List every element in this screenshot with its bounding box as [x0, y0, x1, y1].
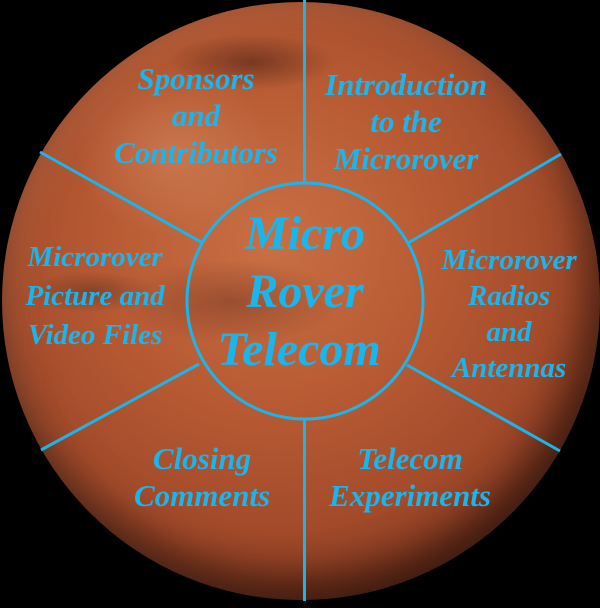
segment-label-line: Picture and [25, 280, 165, 312]
segment-label-line: Sponsors [137, 61, 255, 96]
segment-label-line: and [171, 98, 221, 133]
segment-link-sponsors[interactable]: Sponsors and Contributors [96, 60, 296, 171]
segment-label-line: Experiments [329, 478, 491, 513]
segment-label-line: Video Files [27, 319, 163, 351]
segment-label-line: Radios [467, 280, 551, 312]
center-title-line: Rover [246, 265, 364, 318]
segment-link-closing[interactable]: Closing Comments [102, 440, 302, 514]
segment-label-line: Microrover [441, 244, 577, 276]
segment-link-introduction[interactable]: Introduction to the Microrover [306, 66, 506, 177]
segment-link-media[interactable]: Microrover Picture and Video Files [2, 238, 188, 355]
segment-label-line: Telecom [357, 441, 463, 476]
segment-label-line: Introduction [325, 67, 487, 102]
divider-lower-right [406, 363, 561, 453]
segment-label-line: Closing [152, 441, 252, 476]
segment-label-line: and [486, 316, 532, 348]
divider-upper-right [407, 152, 562, 245]
segment-link-experiments[interactable]: Telecom Experiments [310, 440, 510, 514]
segment-link-radios[interactable]: Microrover Radios and Antennas [420, 242, 598, 386]
center-title-link[interactable]: Micro Rover Telecom [205, 205, 405, 379]
divider-upper-left [39, 150, 202, 244]
segment-label-line: Antennas [451, 352, 567, 384]
segment-label-line: Comments [133, 478, 271, 513]
segment-label-line: Microrover [333, 141, 479, 176]
segment-label-line: to the [370, 104, 442, 139]
center-title-line: Telecom [217, 323, 381, 376]
segment-label-line: Contributors [114, 135, 278, 170]
center-title-line: Micro [245, 207, 365, 260]
divider-lower-left [40, 362, 200, 452]
segment-label-line: Microrover [27, 241, 163, 273]
